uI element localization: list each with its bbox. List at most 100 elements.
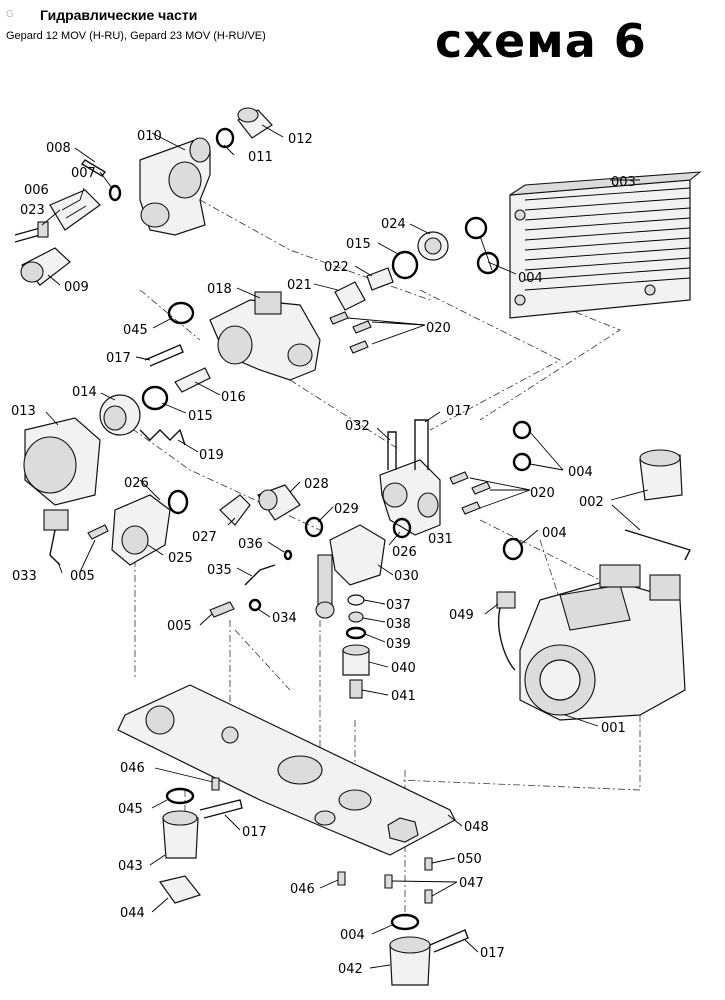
part-020-screw-f (461, 501, 481, 515)
label-031: 031 (428, 532, 453, 547)
part-002-air-vent (624, 449, 691, 561)
part-017-clip-b (414, 419, 429, 470)
label-046-a: 046 (120, 761, 145, 776)
label-045-a: 045 (123, 323, 148, 338)
part-021-insert (334, 281, 366, 311)
label-030: 030 (394, 569, 419, 584)
page-subtitle: Gepard 12 MOV (H-RU), Gepard 23 MOV (H-R… (6, 30, 266, 42)
label-023: 023 (20, 203, 45, 218)
o-rings (108, 127, 532, 931)
label-017-d: 017 (480, 946, 505, 961)
label-012: 012 (288, 132, 313, 147)
label-037: 037 (386, 598, 411, 613)
part-027-bracket (219, 494, 251, 526)
label-040: 040 (391, 661, 416, 676)
label-009: 009 (64, 280, 89, 295)
label-041: 041 (391, 689, 416, 704)
part-032-clip (387, 431, 397, 470)
leader-lines (41, 124, 649, 969)
part-012-union (237, 107, 273, 139)
part-046-screw (337, 871, 346, 886)
part-024-nut (417, 231, 449, 261)
part-016-valve (174, 367, 211, 393)
part-050-screw (424, 857, 433, 871)
label-001: 001 (601, 721, 626, 736)
part-001-pump (519, 564, 686, 721)
part-017-clip-c (199, 799, 243, 819)
part-023-wires (14, 221, 49, 243)
part-046-screw-top (211, 777, 220, 791)
label-048: 048 (464, 820, 489, 835)
label-038: 038 (386, 617, 411, 632)
label-026-b: 026 (392, 545, 417, 560)
label-035: 035 (207, 563, 232, 578)
label-013: 013 (11, 404, 36, 419)
label-004-b: 004 (568, 465, 593, 480)
header-code: G (6, 9, 14, 20)
part-018-valve-body (209, 291, 321, 381)
part-047-screw-b (424, 889, 433, 904)
label-032: 032 (345, 419, 370, 434)
label-015-b: 015 (188, 409, 213, 424)
part-014-coupling (99, 394, 141, 436)
label-044: 044 (120, 906, 145, 921)
part-049-cable (496, 591, 516, 671)
part-022-filter (366, 267, 394, 291)
part-labels: 010 011 012 008 007 006 023 009 003 004 … (11, 129, 636, 977)
label-045-b: 045 (118, 802, 143, 817)
label-006: 006 (24, 183, 49, 198)
label-004-d: 004 (340, 928, 365, 943)
part-040-nut (342, 644, 370, 676)
label-026-a: 026 (124, 476, 149, 491)
part-010-valve-body (139, 137, 211, 236)
part-019-clip (139, 428, 186, 446)
label-021: 021 (287, 278, 312, 293)
label-007: 007 (71, 166, 96, 181)
label-011: 011 (248, 150, 273, 165)
part-017-clip-d (429, 929, 469, 953)
label-027: 027 (192, 530, 217, 545)
label-010: 010 (137, 129, 162, 144)
label-020-a: 020 (426, 321, 451, 336)
label-046-b: 046 (290, 882, 315, 897)
part-020-screw-a (329, 311, 349, 325)
label-028: 028 (304, 477, 329, 492)
label-029: 029 (334, 502, 359, 517)
label-003: 003 (611, 175, 636, 190)
part-003-heat-exchanger (509, 171, 702, 319)
label-004-c: 004 (542, 526, 567, 541)
part-031-valve-body (379, 459, 441, 536)
part-038-seal (348, 611, 364, 623)
part-041-filter (349, 679, 363, 699)
label-036: 036 (238, 537, 263, 552)
part-037-washer (347, 594, 365, 606)
label-005-a: 005 (70, 569, 95, 584)
part-013-actuator (23, 417, 101, 506)
part-009-fitting (20, 247, 71, 286)
part-028-sensor (257, 484, 301, 521)
part-020-screw-c (349, 340, 369, 354)
label-042: 042 (338, 962, 363, 977)
label-034: 034 (272, 611, 297, 626)
label-005-b: 005 (167, 619, 192, 634)
part-020-screw-e (471, 481, 491, 495)
part-020-screw-b (352, 320, 372, 334)
label-033: 033 (12, 569, 37, 584)
label-019: 019 (199, 448, 224, 463)
label-014: 014 (72, 385, 97, 400)
part-020-screw-d (449, 471, 469, 485)
label-008: 008 (46, 141, 71, 156)
part-008-clip (80, 159, 107, 177)
part-043-fitting (162, 810, 199, 859)
part-030-valve (315, 524, 386, 619)
label-016: 016 (221, 390, 246, 405)
part-042-fitting (389, 936, 431, 986)
part-025-elbow (111, 494, 171, 566)
part-005-screw (87, 524, 109, 540)
label-017-c: 017 (242, 825, 267, 840)
part-047-screw (384, 874, 393, 889)
label-020-b: 020 (530, 486, 555, 501)
scheme-number: схема 6 (435, 14, 647, 68)
part-005-screw-lower (209, 601, 235, 618)
